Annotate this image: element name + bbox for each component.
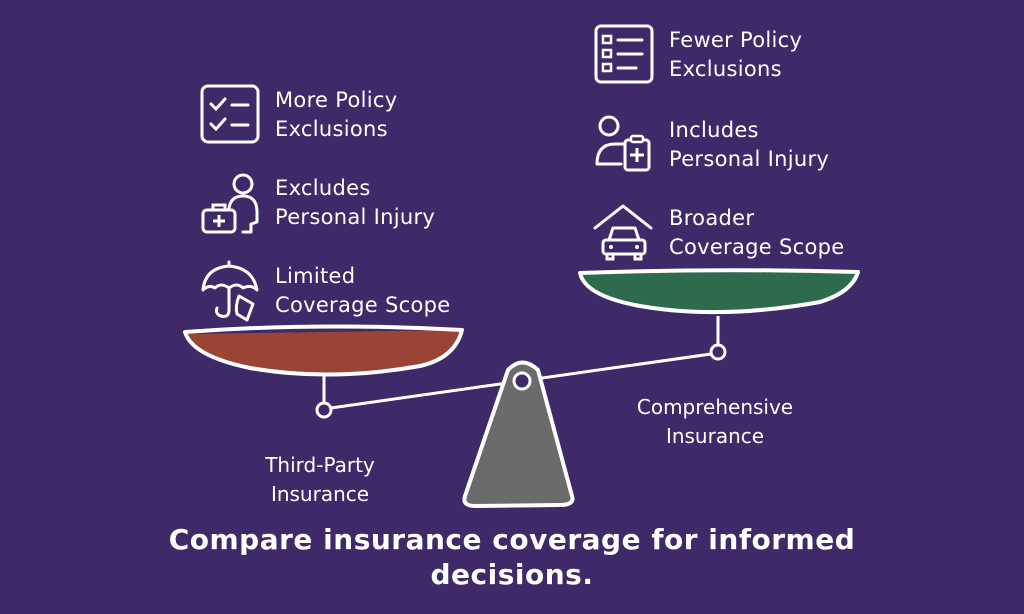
person-clipboard-icon <box>595 115 651 172</box>
checklist-icon <box>200 84 260 144</box>
right-item-coverage: Broader Coverage Scope <box>593 202 844 264</box>
person-medkit-icon <box>201 173 259 234</box>
list-icon <box>594 24 654 84</box>
right-pan <box>578 268 860 361</box>
umbrella-icon <box>201 260 259 322</box>
right-item-line: Coverage Scope <box>669 235 845 259</box>
caption-line: Compare insurance coverage for informed <box>168 523 856 556</box>
left-item-line: Personal Injury <box>275 205 436 229</box>
third-party-label: Third-Party Insurance <box>230 451 410 509</box>
right-item-line: Exclusions <box>669 57 782 81</box>
label-line: Insurance <box>270 482 370 506</box>
caption-line: decisions. <box>430 558 594 591</box>
label-line: Insurance <box>665 424 765 448</box>
fulcrum <box>462 360 575 508</box>
left-item-line: Limited <box>275 264 356 288</box>
left-item-coverage: Limited Coverage Scope <box>199 260 450 322</box>
left-item-line: More Policy <box>275 88 398 112</box>
left-pan <box>183 324 464 419</box>
comprehensive-label: Comprehensive Insurance <box>610 393 820 451</box>
right-item-exclusions: Fewer Policy Exclusions <box>593 24 802 86</box>
left-item-exclusions: More Policy Exclusions <box>199 84 397 146</box>
car-garage-icon <box>593 204 653 261</box>
left-item-line: Exclusions <box>275 117 388 141</box>
right-item-line: Includes <box>669 118 759 142</box>
left-item-line: Excludes <box>275 176 371 200</box>
right-item-line: Personal Injury <box>669 147 830 171</box>
left-item-line: Coverage Scope <box>275 293 451 317</box>
caption: Compare insurance coverage for informed … <box>0 522 1024 592</box>
label-line: Third-Party <box>265 453 375 477</box>
label-line: Comprehensive <box>636 395 794 419</box>
right-item-personal-injury: Includes Personal Injury <box>593 114 829 176</box>
left-item-personal-injury: Excludes Personal Injury <box>199 172 435 234</box>
right-item-line: Broader <box>669 206 755 230</box>
right-item-line: Fewer Policy <box>669 28 803 52</box>
